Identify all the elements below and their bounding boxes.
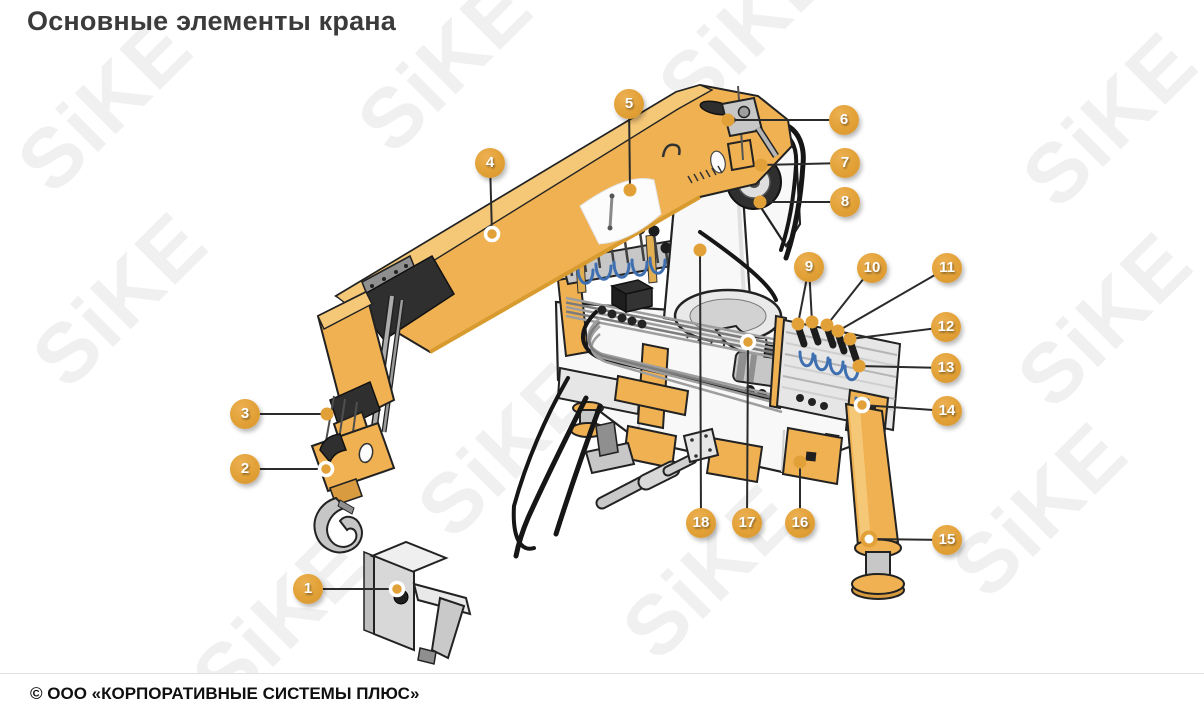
leader-dot-9 bbox=[805, 315, 819, 329]
leader-dot-8 bbox=[753, 195, 767, 209]
watermark-text: SiKE bbox=[604, 466, 815, 673]
callout-badge-13: 13 bbox=[931, 353, 961, 383]
callout-badge-11: 11 bbox=[932, 253, 962, 283]
leader-dot-17 bbox=[739, 333, 757, 351]
watermark-text: SiKE bbox=[1004, 14, 1204, 225]
leader-dot-4 bbox=[483, 225, 501, 243]
leader-dot-11 bbox=[831, 324, 845, 338]
callout-badge-18: 18 bbox=[686, 508, 716, 538]
diagram-stage: Основные элементы крана SiKE SiKE SiKE S… bbox=[0, 0, 1204, 673]
hook-icon bbox=[313, 496, 363, 554]
callout-badge-9: 9 bbox=[794, 252, 824, 282]
callout-badge-1: 1 bbox=[293, 574, 323, 604]
callout-badge-7: 7 bbox=[830, 148, 860, 178]
page-title: Основные элементы крана bbox=[27, 6, 397, 36]
callout-badge-2: 2 bbox=[230, 454, 260, 484]
hook-block bbox=[310, 421, 396, 554]
callout-badge-12: 12 bbox=[931, 312, 961, 342]
callout-badge-16: 16 bbox=[785, 508, 815, 538]
leader-dot-7 bbox=[754, 158, 768, 172]
leader-dot-13 bbox=[852, 359, 866, 373]
watermark-text: SiKE bbox=[174, 514, 385, 673]
callout-badge-17: 17 bbox=[732, 508, 762, 538]
leader-dot-1 bbox=[388, 580, 406, 598]
leader-line-18 bbox=[699, 249, 702, 524]
callout-badge-6: 6 bbox=[829, 105, 859, 135]
callout-badge-8: 8 bbox=[830, 187, 860, 217]
leader-dot-10 bbox=[820, 318, 834, 332]
leader-dot-9 bbox=[791, 317, 805, 331]
leader-dot-5 bbox=[623, 183, 637, 197]
callout-badge-4: 4 bbox=[475, 148, 505, 178]
leader-line-11 bbox=[837, 267, 948, 332]
callout-badge-5: 5 bbox=[614, 89, 644, 119]
leader-dot-18 bbox=[693, 243, 707, 257]
crane-illustration: SiKE SiKE SiKE SiKE SiKE SiKE SiKE SiKE … bbox=[0, 0, 1204, 673]
leader-dot-3 bbox=[320, 407, 334, 421]
leader-line-12 bbox=[849, 326, 947, 340]
watermark-text: SiKE bbox=[14, 194, 225, 405]
pto-drive-shaft bbox=[584, 421, 720, 510]
callout-badge-3: 3 bbox=[230, 399, 260, 429]
boom-pivot-linkage bbox=[720, 85, 779, 161]
truck-mounting-bracket bbox=[363, 540, 472, 665]
watermark-text: SiKE bbox=[934, 404, 1145, 615]
callout-badge-14: 14 bbox=[932, 396, 962, 426]
watermark-text: SiKE bbox=[999, 214, 1204, 425]
telescopic-boom bbox=[334, 83, 794, 354]
leader-dot-6 bbox=[721, 113, 735, 127]
footer-copyright: © ООО «КОРПОРАТИВНЫЕ СИСТЕМЫ ПЛЮС» bbox=[30, 684, 420, 703]
leader-dot-15 bbox=[860, 530, 878, 548]
leader-dot-12 bbox=[843, 332, 857, 346]
leader-dot-2 bbox=[317, 460, 335, 478]
footer: © ООО «КОРПОРАТИВНЫЕ СИСТЕМЫ ПЛЮС» bbox=[0, 673, 1204, 714]
callout-badge-10: 10 bbox=[857, 253, 887, 283]
leader-dot-14 bbox=[853, 396, 871, 414]
leader-dot-16 bbox=[793, 455, 807, 469]
callout-badge-15: 15 bbox=[932, 525, 962, 555]
leader-line-17 bbox=[746, 341, 749, 524]
